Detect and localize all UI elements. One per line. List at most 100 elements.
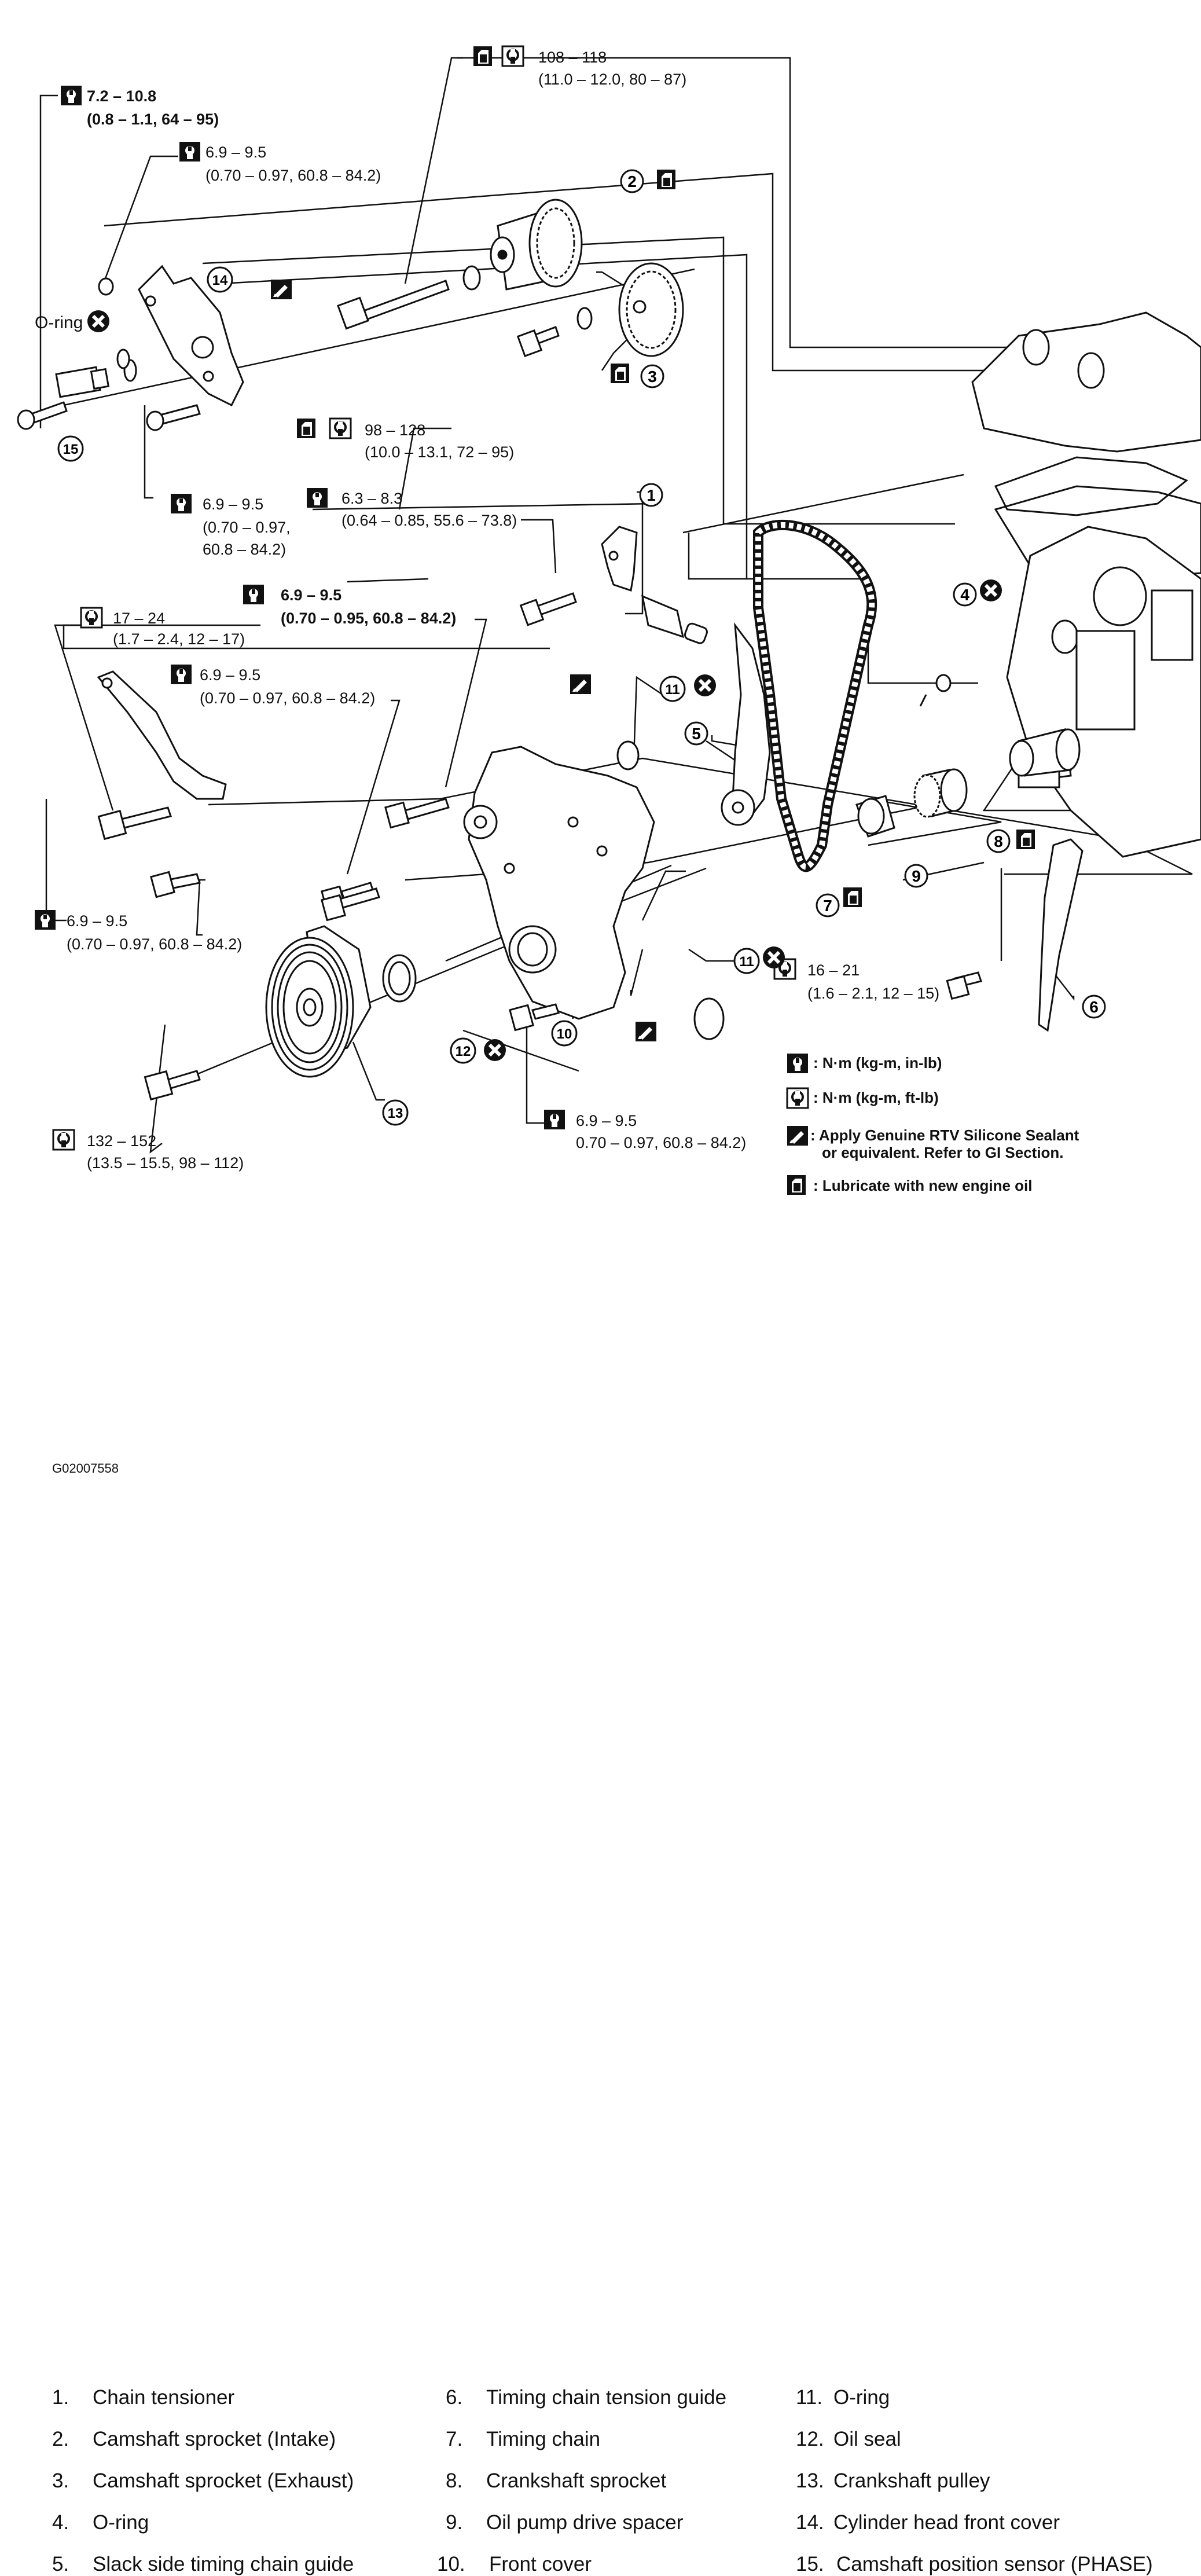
torque-3-value: 108 – 118: [538, 49, 607, 66]
torque-12-detail: 0.70 – 0.97, 60.8 – 84.2): [576, 1134, 746, 1151]
torque-11-value: 16 – 21: [807, 962, 860, 979]
legend-wrench-ftlb-icon: [786, 1087, 809, 1109]
legend-sealant-1: : Apply Genuine RTV Silicone Sealant: [810, 1126, 1079, 1144]
callout-9: 9: [904, 864, 928, 888]
torque-4-value: 98 – 128: [365, 421, 425, 439]
torque-8-value: 17 – 24: [113, 610, 165, 627]
crankshaft-sprocket: [913, 768, 968, 818]
cylinder-head-front-cover: [138, 265, 244, 407]
part-item: 9.Oil pump drive spacer: [446, 2511, 684, 2534]
svg-text:12: 12: [456, 1044, 471, 1059]
svg-text:10: 10: [557, 1026, 572, 1042]
torque-5-detail-1: (0.70 – 0.97,: [203, 519, 291, 536]
figure-id: G02007558: [52, 1461, 119, 1476]
torque-5-value: 6.9 – 9.5: [203, 496, 263, 513]
slack-side-chain-guide: [721, 622, 771, 826]
torque-6-detail: (0.64 – 0.85, 55.6 – 73.8): [341, 512, 517, 529]
torque-2-value: 6.9 – 9.5: [205, 144, 266, 161]
torque-7-detail: (0.70 – 0.95, 60.8 – 84.2): [281, 610, 456, 627]
svg-text:6: 6: [1089, 998, 1099, 1016]
torque-2-detail: (0.70 – 0.97, 60.8 – 84.2): [205, 167, 381, 184]
callout-15: 15: [57, 435, 84, 462]
part-item: 6.Timing chain tension guide: [446, 2386, 727, 2409]
svg-text:5: 5: [692, 725, 701, 743]
exploded-view-diagram: 1 2 3 4 5 6 7 8 9 10 11 11 12 13 14 15 7…: [17, 45, 1201, 1195]
callout-numbers: 1 2 3 4 5 6 7 8 9 10 11 11 12 13 14 15: [57, 169, 1106, 1126]
svg-text:2: 2: [627, 173, 637, 190]
camshaft-sprocket-exhaust: [618, 262, 684, 357]
svg-text:13: 13: [388, 1106, 403, 1121]
svg-text:8: 8: [994, 832, 1003, 850]
callout-12: 12: [450, 1037, 476, 1064]
part-item: 10.Front cover: [437, 2553, 592, 2575]
part-item: 3.Camshaft sprocket (Exhaust): [52, 2469, 354, 2492]
svg-text:3: 3: [648, 368, 657, 386]
svg-text:9: 9: [912, 867, 921, 885]
part-item: 7.Timing chain: [446, 2428, 601, 2450]
torque-13-value: 132 – 152: [87, 1132, 156, 1150]
part-item: 13.Crankshaft pulley: [796, 2469, 990, 2492]
cam-bolts: [337, 265, 593, 357]
part-item: 8.Crankshaft sprocket: [446, 2469, 667, 2492]
chain-tensioner: [519, 526, 708, 644]
oil-pump-drive-spacer: [855, 795, 895, 838]
gasket: [994, 456, 1188, 516]
svg-text:15: 15: [63, 442, 79, 457]
torque-7-value: 6.9 – 9.5: [281, 586, 341, 604]
legend-nm-inlb: : N·m (kg-m, in-lb): [813, 1054, 942, 1072]
bracket-bolts: [97, 806, 380, 922]
camshaft-sprocket-intake: [490, 199, 583, 291]
torque-11-detail: (1.6 – 2.1, 12 – 15): [807, 985, 939, 1002]
torque-5-detail-2: 60.8 – 84.2): [203, 541, 286, 558]
legend: : N·m (kg-m, in-lb) : N·m (kg-m, ft-lb) …: [786, 1054, 1079, 1195]
torque-10-value: 6.9 – 9.5: [67, 912, 127, 930]
torque-13-detail: (13.5 – 15.5, 98 – 112): [87, 1154, 244, 1172]
parts-list: 1.Chain tensioner 2.Camshaft sprocket (I…: [0, 1216, 1201, 2575]
pulley-bolt: [144, 1070, 201, 1101]
bolts-upper-left: [17, 277, 201, 431]
torque-4-detail: (10.0 – 13.1, 72 – 95): [365, 443, 514, 461]
part-item: 12.Oil seal: [796, 2428, 901, 2450]
callout-14: 14: [207, 266, 233, 293]
callout-4: 4: [953, 582, 977, 607]
callout-2: 2: [620, 169, 644, 193]
part-item: 11.O-ring: [796, 2386, 890, 2409]
o-ring-label: O-ring: [35, 313, 83, 332]
callout-11a: 11: [659, 676, 686, 702]
camshaft-position-sensor: [55, 359, 137, 398]
o-rings: [116, 348, 952, 1040]
legend-sealant-2: or equivalent. Refer to GI Section.: [822, 1144, 1064, 1161]
torque-6-value: 6.3 – 8.3: [341, 490, 402, 507]
part-item: 1.Chain tensioner: [52, 2386, 235, 2409]
svg-text:14: 14: [212, 273, 228, 288]
part-item: 2.Camshaft sprocket (Intake): [52, 2428, 336, 2450]
legend-wrench-inlb-icon: [787, 1054, 808, 1073]
crankshaft-nose: [1009, 728, 1081, 777]
torque-labels: 7.2 – 10.8 (0.8 – 1.1, 64 – 95) 6.9 – 9.…: [35, 49, 939, 1172]
part-item: 5.Slack side timing chain guide: [52, 2553, 354, 2575]
torque-9-value: 6.9 – 9.5: [200, 666, 260, 684]
svg-text:1: 1: [647, 486, 656, 504]
callout-6: 6: [1082, 995, 1106, 1019]
tension-guide: [946, 838, 1084, 1032]
front-cover: [463, 746, 655, 1020]
oil-seal: [382, 954, 417, 1003]
torque-9-detail: (0.70 – 0.97, 60.8 – 84.2): [200, 689, 375, 707]
engine-block: [919, 311, 1201, 858]
torque-1-detail: (0.8 – 1.1, 64 – 95): [87, 111, 219, 128]
part-item: 15.Camshaft position sensor (PHASE): [796, 2553, 1153, 2575]
timing-chain: [753, 519, 877, 872]
callout-13: 13: [382, 1099, 409, 1126]
svg-text:11: 11: [739, 954, 754, 970]
torque-3-detail: (11.0 – 12.0, 80 – 87): [538, 71, 686, 88]
callout-1: 1: [639, 483, 663, 507]
callout-10: 10: [551, 1020, 578, 1047]
bracket: [97, 670, 227, 800]
callout-5: 5: [684, 721, 708, 746]
callout-11b: 11: [733, 948, 760, 974]
svg-text:11: 11: [665, 682, 680, 698]
legend-sealant-icon: [787, 1126, 808, 1146]
torque-1-value: 7.2 – 10.8: [87, 87, 156, 105]
part-item: 4.O-ring: [52, 2511, 149, 2534]
svg-text:7: 7: [823, 897, 832, 915]
